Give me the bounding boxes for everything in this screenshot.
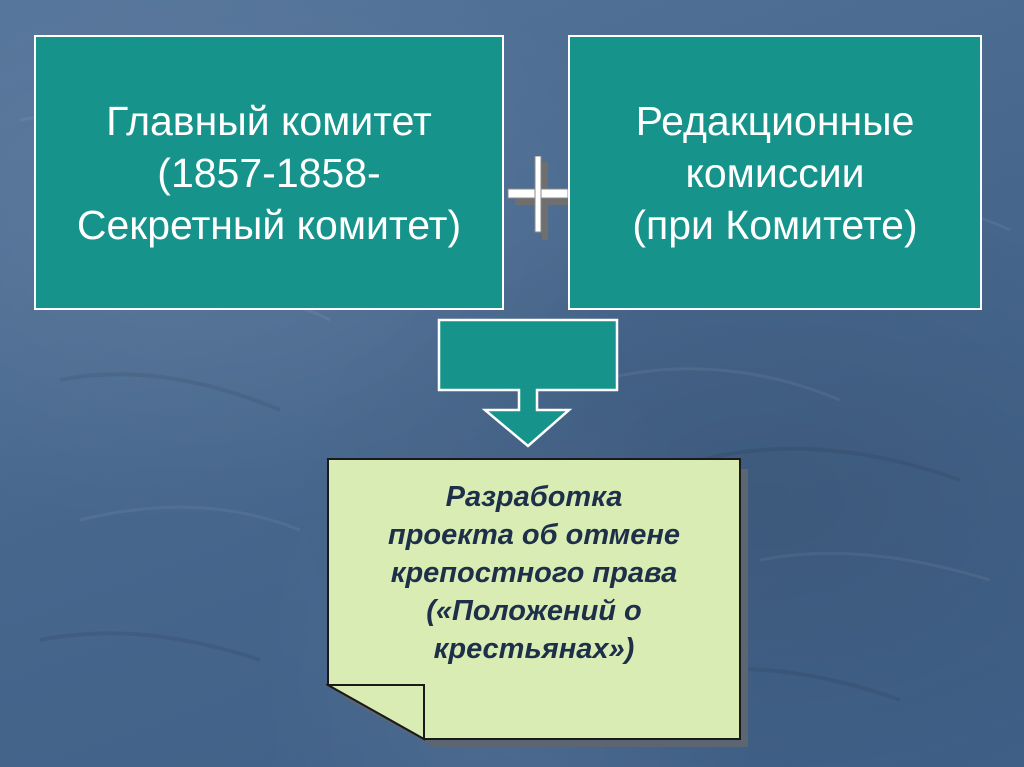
editorial-commissions-line-3: (при Комитете) bbox=[632, 201, 918, 248]
note-line-4: («Положений о bbox=[426, 595, 642, 627]
main-committee-box: Главный комитет (1857-1858- Секретный ко… bbox=[34, 35, 504, 310]
note-line-3: крепостного права bbox=[390, 557, 678, 589]
note-text: Разработка проекта об отмене крепостного… bbox=[334, 478, 734, 668]
note-line-5: крестьянах») bbox=[433, 633, 635, 665]
editorial-commissions-box: Редакционные комиссии (при Комитете) bbox=[568, 35, 982, 310]
editorial-commissions-line-1: Редакционные bbox=[635, 97, 915, 144]
plus-icon bbox=[507, 156, 577, 240]
main-committee-line-2: (1857-1858- bbox=[157, 149, 381, 196]
note-line-1: Разработка bbox=[445, 481, 623, 513]
main-committee-line-3: Секретный комитет) bbox=[76, 201, 462, 248]
editorial-commissions-line-2: комиссии bbox=[685, 149, 865, 196]
main-committee-line-1: Главный комитет bbox=[106, 97, 432, 144]
note-line-2: проекта об отмене bbox=[387, 519, 680, 551]
sticky-note bbox=[326, 458, 748, 747]
down-arrow-icon bbox=[437, 318, 619, 448]
